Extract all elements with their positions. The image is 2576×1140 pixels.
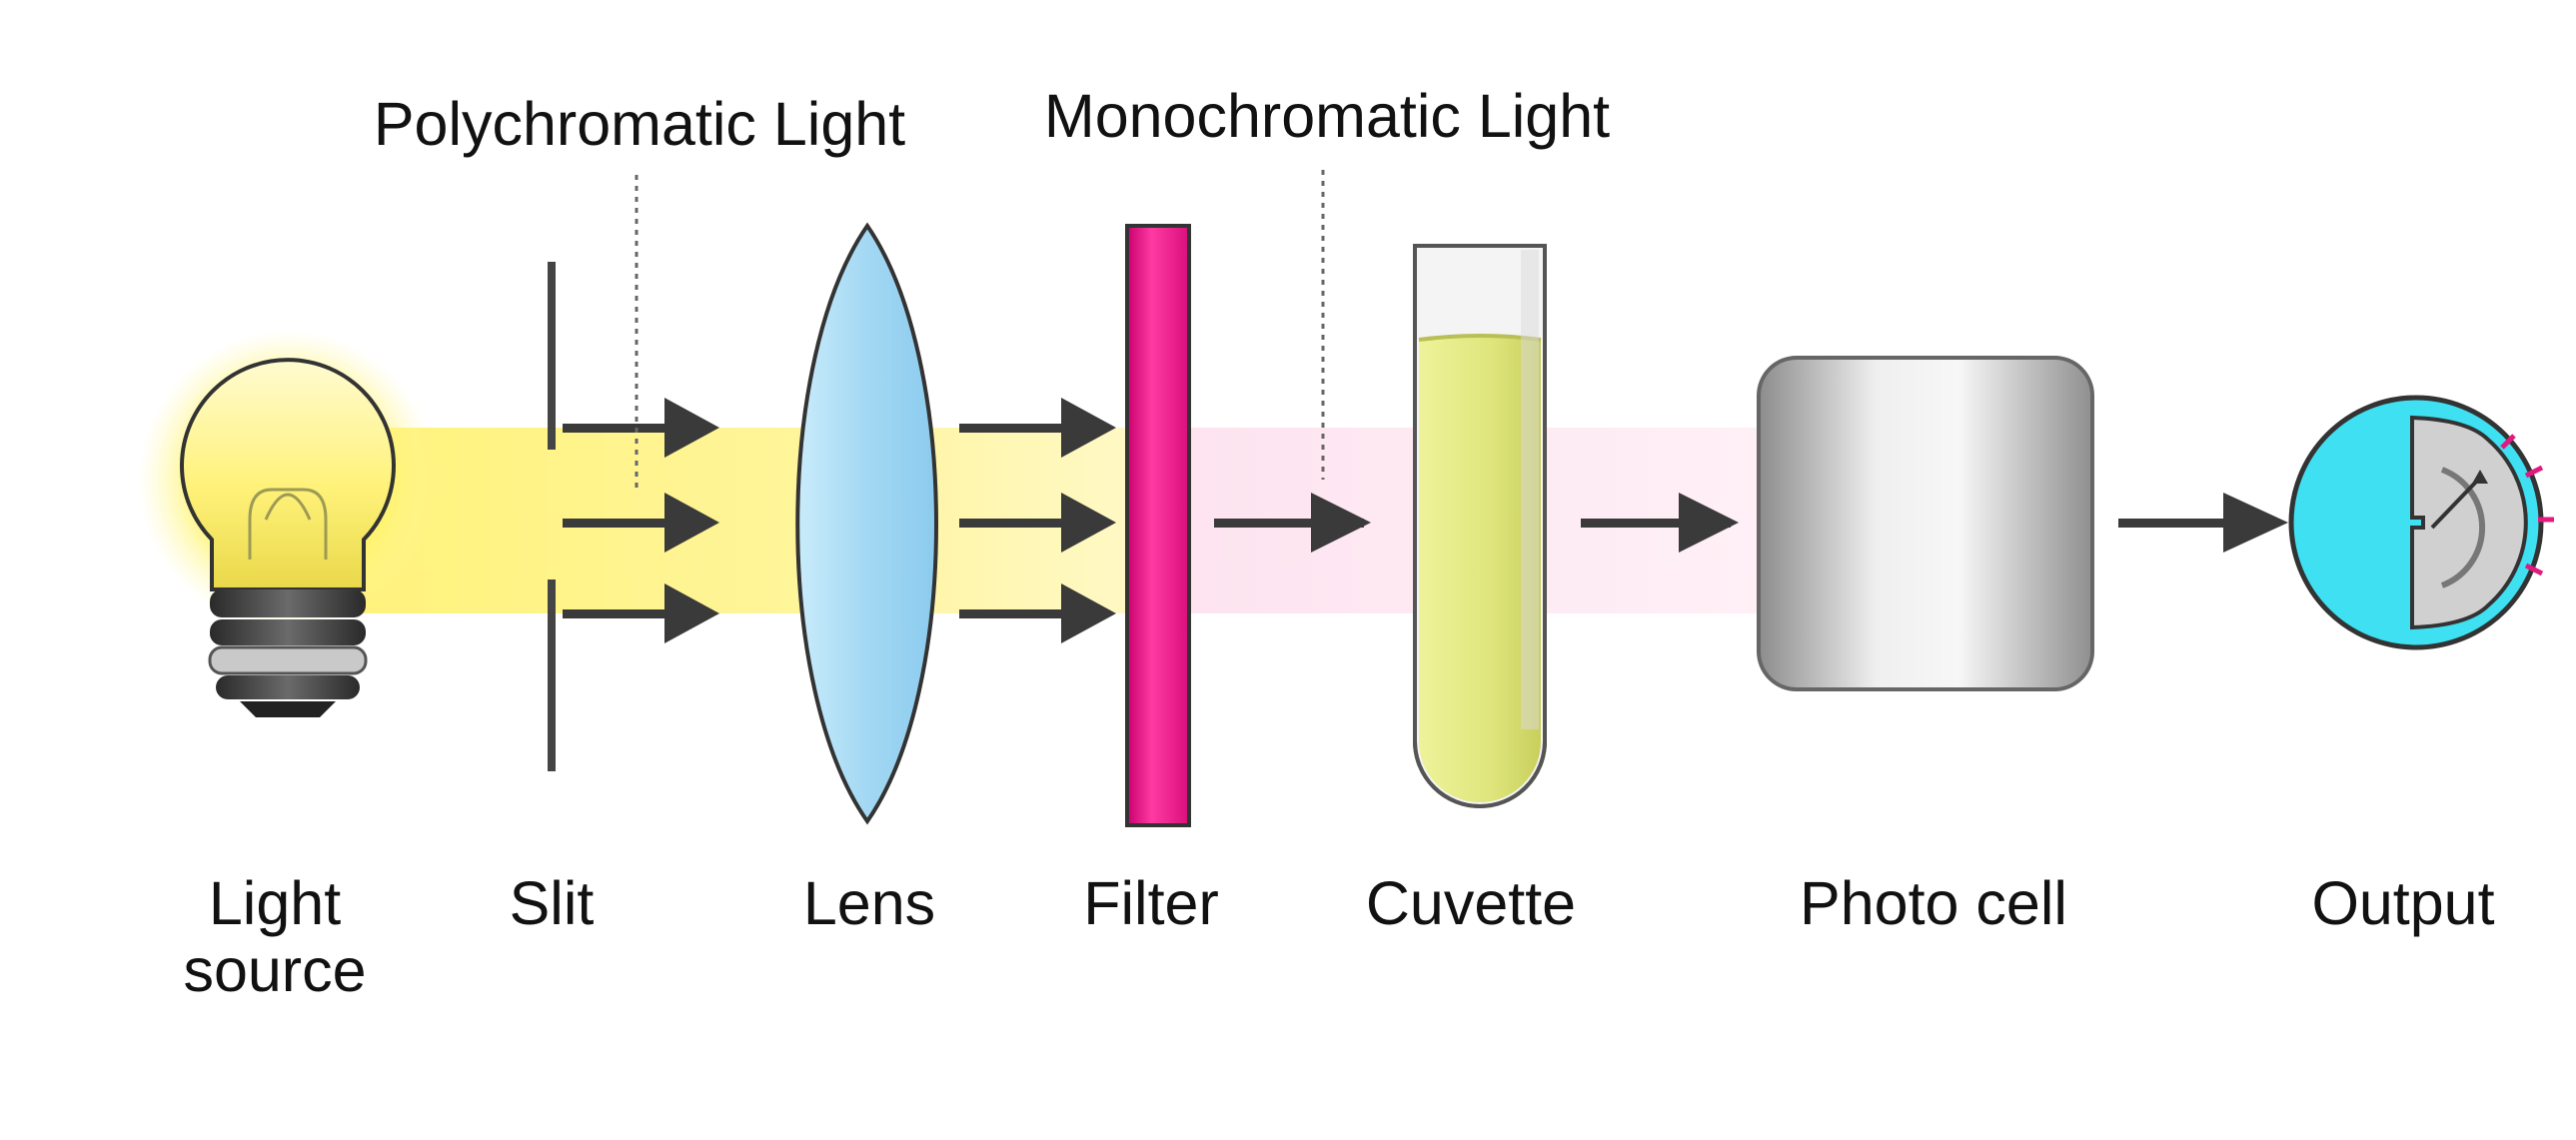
light-source-label-line1: Light [209,869,341,937]
lens-label: Lens [803,869,935,937]
slit [548,262,556,771]
photo-cell-label: Photo cell [1800,869,2067,937]
lens-arrows [959,398,1116,643]
cuvette-icon [1413,244,1547,808]
output-meter-icon [2288,395,2554,650]
polychromatic-label: Polychromatic Light [374,90,905,158]
photo-cell-icon [1757,356,2094,691]
output-label: Output [2311,869,2494,937]
lens-icon [795,222,938,825]
filter-icon [1125,224,1191,827]
cuvette-arrow [1581,493,1739,553]
slit-arrows [563,398,719,643]
light-source-label-line2: source [183,936,366,1004]
monochromatic-label: Monochromatic Light [1044,82,1610,150]
photo-cell-arrow [2118,493,2288,553]
filter-arrow [1214,493,1371,553]
slit-label: Slit [510,869,595,937]
cuvette-label: Cuvette [1366,869,1576,937]
light-bulb-icon [138,330,438,717]
filter-label: Filter [1083,869,1219,937]
